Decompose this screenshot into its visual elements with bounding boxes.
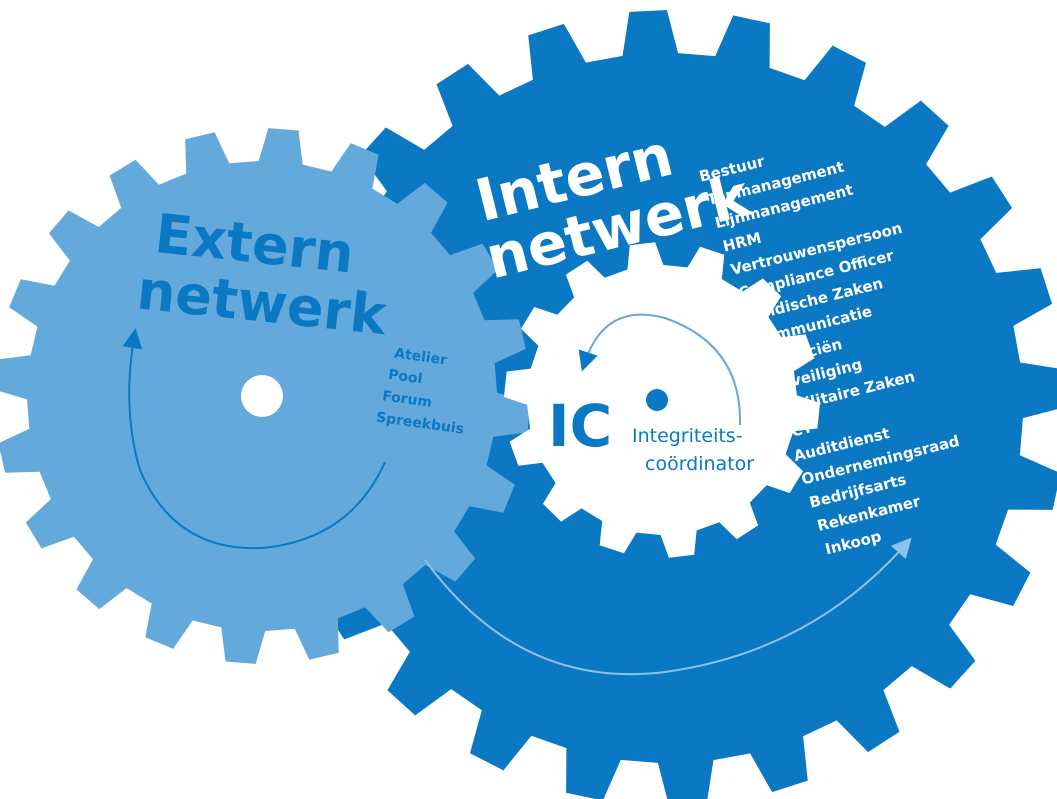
ic-label-line1: Integriteits-: [632, 425, 743, 447]
extern-rotation-arrow: [122, 328, 386, 550]
extern-gear-hub: [241, 375, 283, 417]
ic-dot: [646, 389, 668, 411]
intern-rotation-arrow: [424, 537, 912, 676]
extern-item: Atelier: [393, 345, 448, 368]
extern-item: Pool: [387, 367, 423, 388]
extern-item: Forum: [381, 388, 433, 411]
ic-abbreviation: IC: [548, 392, 612, 460]
ic-label-line2: coördinator: [645, 453, 754, 475]
ic-rotation-arrow: [578, 313, 742, 426]
